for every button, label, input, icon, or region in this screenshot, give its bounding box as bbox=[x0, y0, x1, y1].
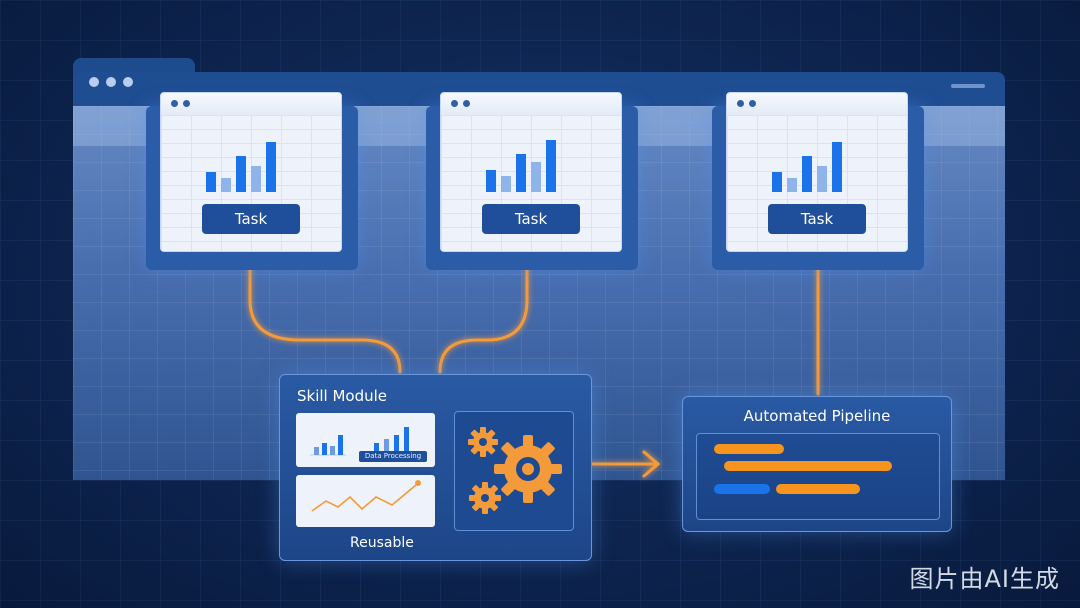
trend-line-icon bbox=[311, 480, 421, 512]
task-card-2[interactable]: Task bbox=[426, 92, 638, 270]
pipeline-panel bbox=[696, 433, 940, 520]
window-controls bbox=[89, 77, 133, 87]
pipeline-bar bbox=[724, 461, 892, 471]
menu-line-icon bbox=[951, 84, 985, 88]
toolbar-dash bbox=[97, 124, 127, 127]
connector-task2-skill bbox=[438, 250, 529, 374]
pipeline-bar bbox=[776, 484, 860, 494]
task-window-titlebar bbox=[441, 93, 621, 116]
reusable-caption: Reusable bbox=[350, 535, 414, 551]
trend-chart-panel[interactable] bbox=[296, 475, 435, 527]
window-dot-icon bbox=[171, 100, 178, 107]
pipeline-title: Automated Pipeline bbox=[743, 407, 891, 425]
task-label[interactable]: Task bbox=[482, 204, 580, 234]
data-processing-tag: Data Processing bbox=[359, 451, 427, 462]
pipeline-bar bbox=[714, 484, 770, 494]
window-dot-icon bbox=[463, 100, 470, 107]
bar-chart-icon bbox=[206, 142, 276, 192]
skill-module-title: Skill Module bbox=[297, 387, 388, 405]
gears-panel bbox=[454, 411, 574, 531]
window-dot-icon bbox=[451, 100, 458, 107]
window-dot-icon bbox=[183, 100, 190, 107]
window-dot-icon[interactable] bbox=[89, 77, 99, 87]
toolbar-dash bbox=[373, 124, 403, 127]
window-dot-icon[interactable] bbox=[106, 77, 116, 87]
data-processing-panel[interactable]: Data Processing bbox=[296, 413, 435, 467]
window-dot-icon[interactable] bbox=[123, 77, 133, 87]
gears-icon bbox=[468, 427, 562, 514]
mini-bar-chart-icon bbox=[310, 427, 409, 456]
bar-chart-icon bbox=[772, 142, 842, 192]
task-card-1[interactable]: Task bbox=[146, 92, 358, 270]
arrow-head-icon bbox=[642, 450, 661, 478]
task-card-3[interactable]: Task bbox=[712, 92, 924, 270]
task-window-titlebar bbox=[161, 93, 341, 116]
pipeline-bar bbox=[714, 444, 784, 454]
bar-chart-icon bbox=[486, 140, 556, 192]
task-label[interactable]: Task bbox=[202, 204, 300, 234]
window-dot-icon bbox=[749, 100, 756, 107]
toolbar-dash bbox=[681, 124, 711, 127]
window-dot-icon bbox=[737, 100, 744, 107]
skill-module[interactable]: Skill Module Data Processing Reusable bbox=[279, 374, 592, 561]
ai-generated-watermark: 图片由AI生成 bbox=[909, 565, 1060, 593]
task-label[interactable]: Task bbox=[768, 204, 866, 234]
automated-pipeline[interactable]: Automated Pipeline bbox=[682, 396, 952, 532]
task-window-titlebar bbox=[727, 93, 907, 116]
connector-task1-skill bbox=[248, 250, 402, 374]
